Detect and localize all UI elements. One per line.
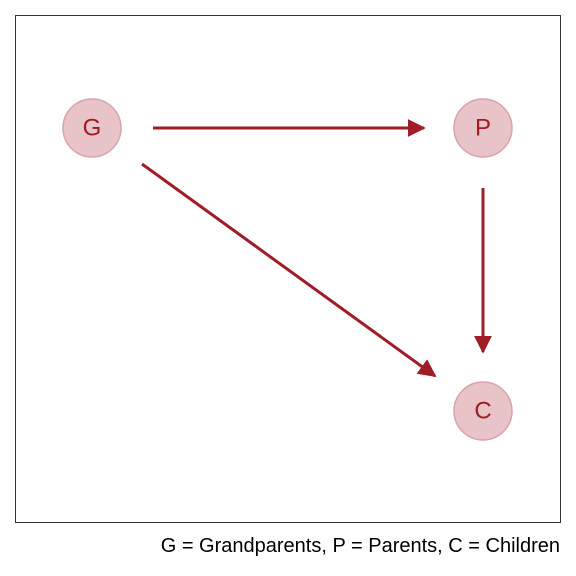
node-g: G xyxy=(62,98,122,158)
node-c-circle xyxy=(453,381,513,441)
edge-g-to-c xyxy=(141,162,437,378)
node-p-circle xyxy=(453,98,513,158)
node-g-circle xyxy=(62,98,122,158)
node-p-label: P xyxy=(475,114,491,141)
node-c: C xyxy=(453,381,513,441)
legend-caption: G = Grandparents, P = Parents, C = Child… xyxy=(160,535,560,557)
node-p: P xyxy=(453,98,513,158)
node-g-label: G xyxy=(83,114,102,141)
node-c-label: C xyxy=(474,397,491,424)
